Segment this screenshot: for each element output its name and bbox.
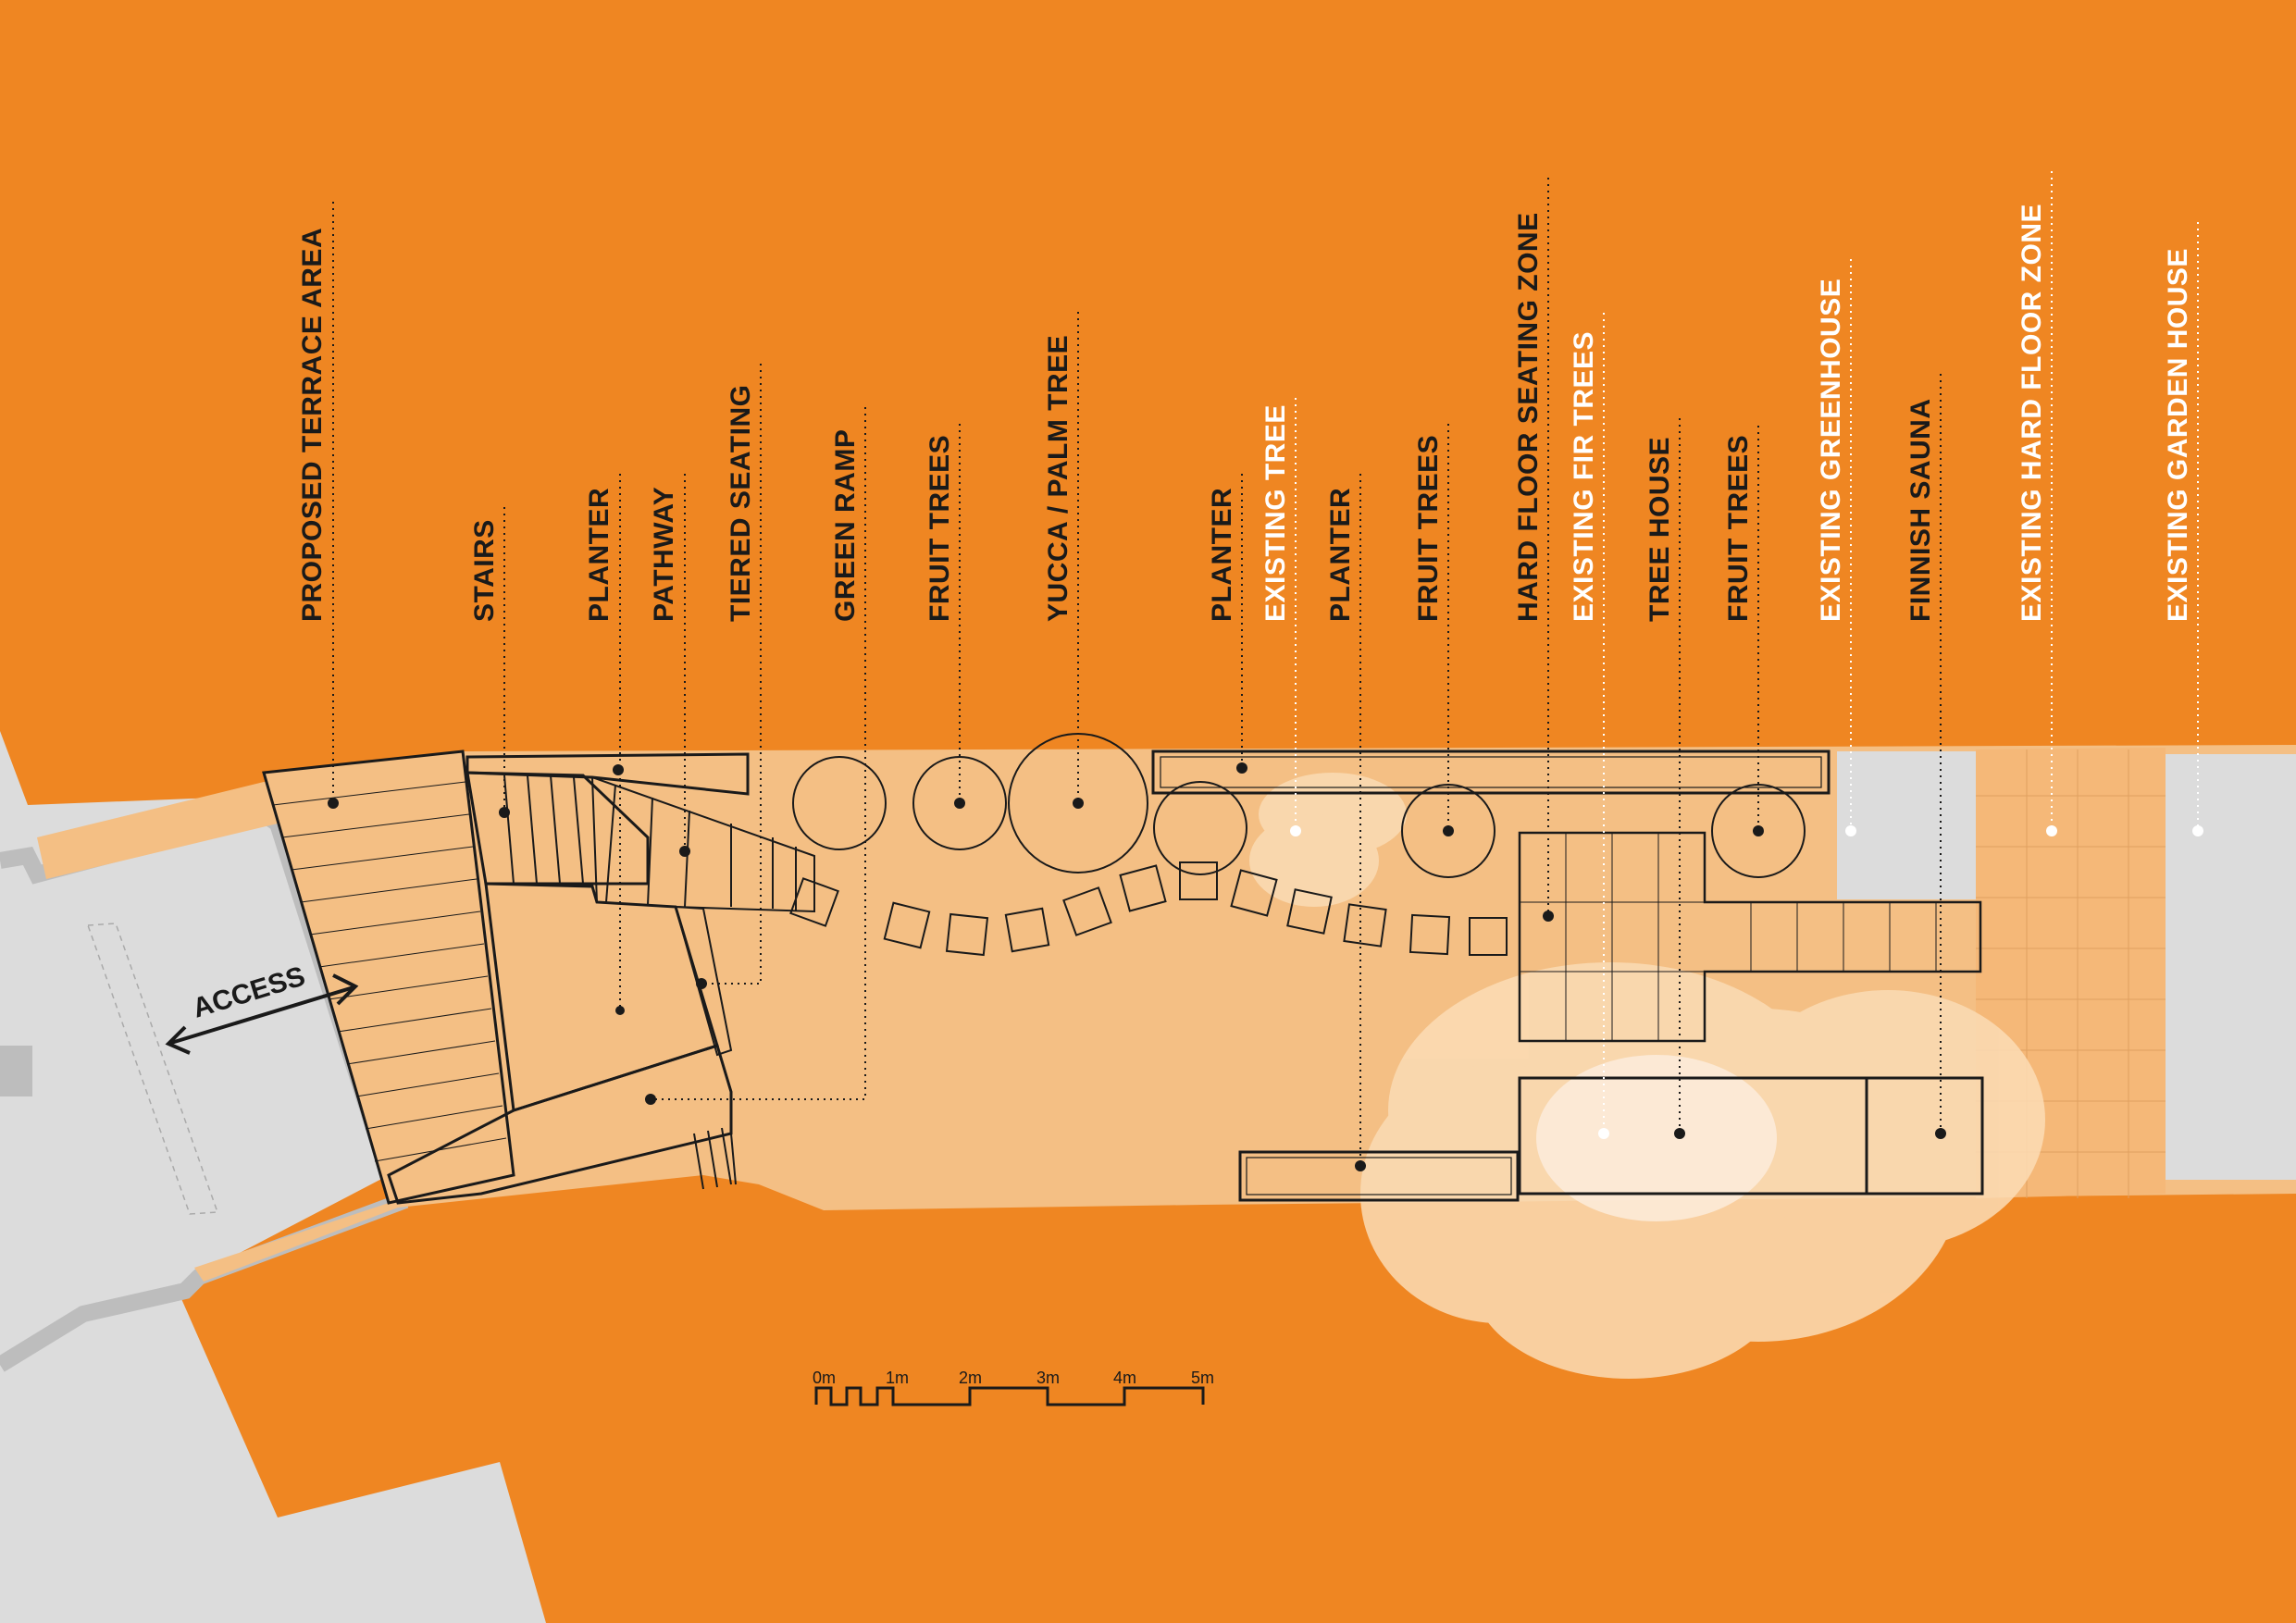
existing-building-left	[0, 731, 389, 1388]
long-planter-bottom-inner	[1246, 1157, 1512, 1196]
fir-trees-highlight	[1536, 1055, 1777, 1221]
scale-tick-1m: 1m	[886, 1369, 909, 1387]
wall-pier	[0, 1046, 32, 1096]
pathway-strip	[590, 775, 815, 913]
label-planter-3: PLANTER	[1325, 488, 1356, 622]
long-planter-top	[1151, 750, 1831, 795]
label-pathway: PATHWAY	[649, 487, 679, 622]
planter-tree-circle	[1153, 781, 1247, 875]
scale-tick-5m: 5m	[1191, 1369, 1214, 1387]
label-existing-hard-floor-zone: EXISTING HARD FLOOR ZONE	[2017, 204, 2047, 622]
label-existing-greenhouse: EXISTING GREENHOUSE	[1816, 279, 1846, 622]
label-stairs: STAIRS	[469, 519, 500, 622]
label-planter-1: PLANTER	[584, 488, 614, 622]
label-fruit-trees-3: FRUIT TREES	[1723, 435, 1754, 622]
tiered-seating-shape	[674, 905, 733, 1057]
label-fruit-trees-2: FRUIT TREES	[1413, 435, 1444, 622]
label-tiered-seating: TIERED SEATING	[726, 385, 756, 622]
finnish-sauna-shape	[1865, 1076, 1984, 1196]
fruit-tree-3	[1401, 784, 1496, 878]
pathway-steps	[605, 784, 797, 911]
label-fruit-trees-1: FRUIT TREES	[925, 435, 955, 622]
label-existing-fir-trees: EXISTING FIR TREES	[1569, 331, 1599, 622]
terrace-decking-lines	[272, 781, 507, 1162]
hard-floor-seating-zone-shape	[1518, 831, 1982, 1043]
neighbour-ground-bottom	[0, 1286, 546, 1623]
scale-tick-4m: 4m	[1113, 1369, 1136, 1387]
hard-floor-grid	[1976, 750, 2166, 1198]
fruit-tree-4	[1711, 784, 1806, 878]
leader-lines	[332, 171, 2199, 1166]
scale-tick-3m: 3m	[1036, 1369, 1060, 1387]
label-green-ramp: GREEN RAMP	[830, 429, 861, 622]
label-proposed-terrace-area: PROPOSED TERRACE AREA	[297, 228, 328, 622]
fruit-tree-1	[792, 756, 887, 850]
seating-zone-grid	[1520, 833, 1937, 1041]
label-finnish-sauna: FINNISH SAUNA	[1905, 398, 1936, 622]
long-planter-bottom	[1238, 1150, 1520, 1202]
leader-dots	[328, 762, 2203, 1171]
label-existing-garden-house: EXISTING GARDEN HOUSE	[2163, 248, 2193, 622]
existing-greenhouse-shape	[1837, 751, 1976, 899]
scale-bar: 0m 1m 2m 3m 4m 5m	[813, 1369, 1214, 1406]
stair-treads	[503, 774, 584, 885]
fruit-tree-2	[912, 756, 1007, 850]
stepping-stones	[789, 861, 1508, 957]
label-yucca-palm-tree: YUCCA / PALM TREE	[1043, 335, 1074, 622]
scale-tick-0m: 0m	[813, 1369, 836, 1387]
label-planter-2: PLANTER	[1207, 488, 1237, 622]
green-ramp-shape	[387, 1044, 733, 1205]
long-planter-top-inner	[1160, 756, 1822, 788]
access-arrow	[165, 973, 359, 1055]
label-hard-floor-seating-zone: HARD FLOOR SEATING ZONE	[1513, 212, 1544, 622]
existing-garden-house-shape	[2166, 754, 2296, 1180]
ramp-steps	[693, 1127, 737, 1190]
scale-tick-2m: 2m	[959, 1369, 982, 1387]
proposed-terrace-deck	[262, 750, 515, 1205]
label-existing-tree: EXISTING TREE	[1260, 404, 1291, 622]
label-tree-house: TREE HOUSE	[1644, 437, 1675, 622]
planter-top	[465, 752, 750, 796]
